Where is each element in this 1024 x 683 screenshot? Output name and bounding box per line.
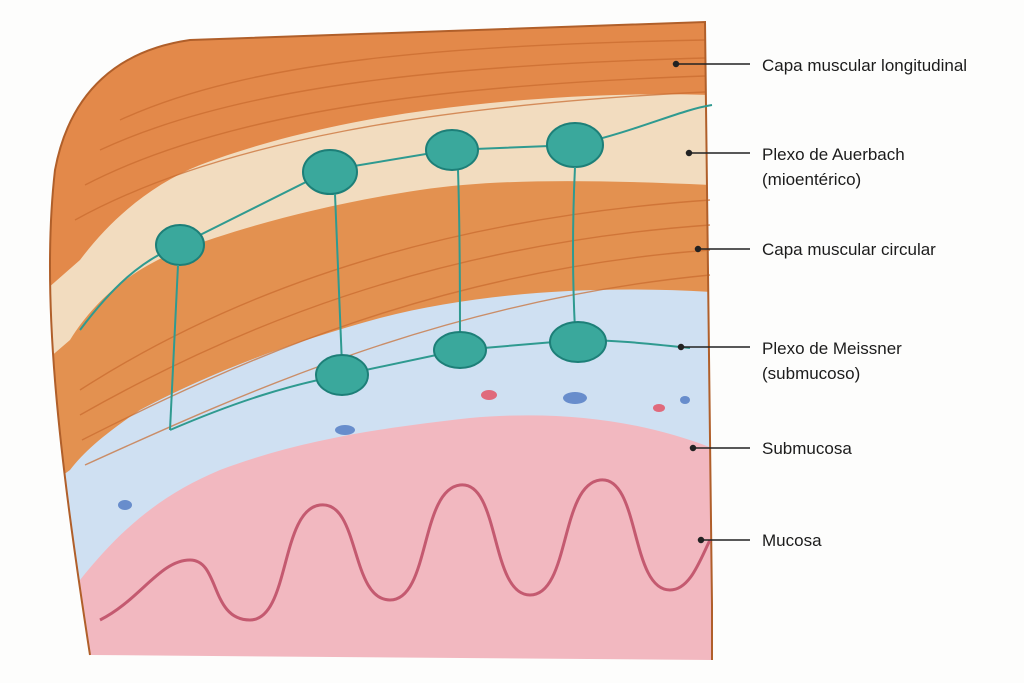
meissner-neuron-2: [433, 331, 487, 369]
label-circular-muscle: Capa muscular circular: [762, 240, 936, 259]
blood-vessels: [481, 390, 665, 412]
meissner-neuron-3: [549, 321, 607, 363]
auerbach-neuron-4: [546, 122, 604, 168]
mucosa-folds: [99, 478, 712, 622]
submucosa-cells: [118, 392, 690, 510]
connecting-axons: [169, 166, 576, 431]
label-longitudinal-muscle: Capa muscular longitudinal: [762, 56, 968, 75]
auerbach-plexus-neurons: [79, 104, 713, 331]
wall-outline: [48, 20, 713, 660]
auerbach-neuron-3: [425, 129, 479, 171]
longitudinal-muscle-fibers: [74, 39, 706, 221]
label-auerbach-plexus: Plexo de Auerbach (mioentérico): [762, 145, 905, 189]
longitudinal-muscle-layer: [49, 22, 712, 330]
auerbach-neuron-1: [155, 224, 205, 266]
label-meissner-plexus: Plexo de Meissner (submucoso): [762, 339, 902, 383]
leader-lines: [672, 60, 750, 544]
auerbach-neuron-2: [302, 149, 358, 195]
label-mucosa: Mucosa: [762, 531, 822, 550]
label-submucosa: Submucosa: [762, 439, 852, 458]
meissner-plexus-neurons: [169, 321, 691, 431]
meissner-neuron-1: [315, 354, 369, 396]
